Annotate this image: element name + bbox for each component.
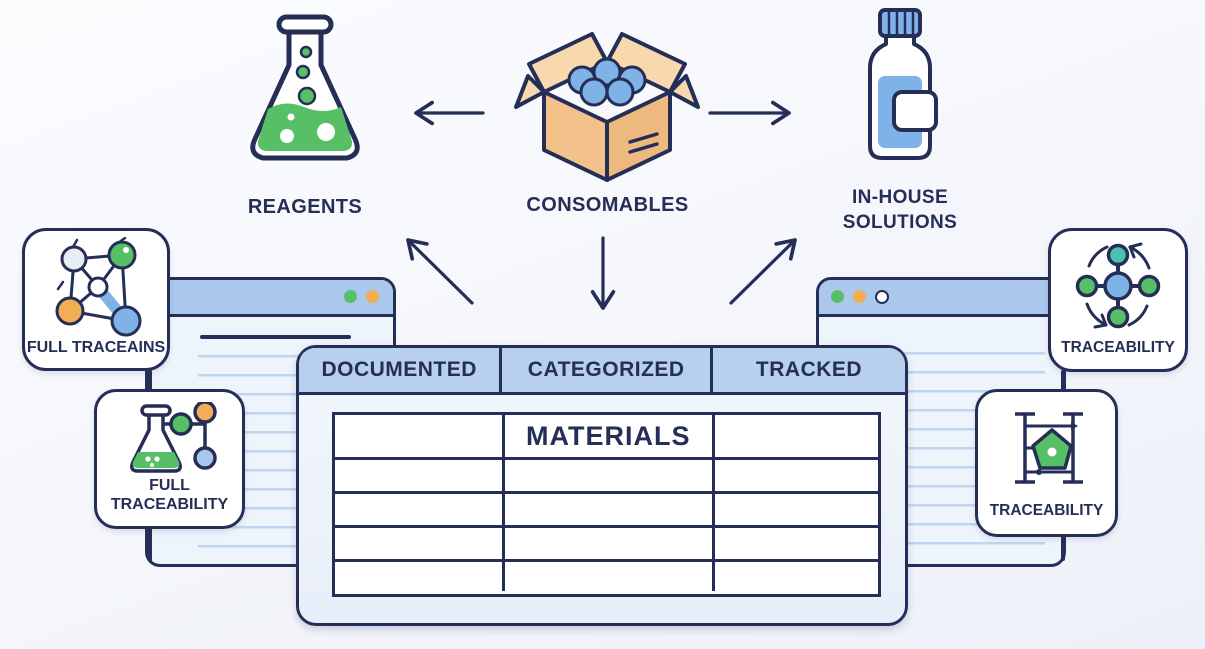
- inhouse-label-line2: SOLUTIONS: [842, 211, 958, 233]
- box-icon: [514, 32, 700, 182]
- flask-network-icon: [129, 402, 217, 473]
- header-tracked: TRACKED: [710, 348, 905, 392]
- window-titlebar: [819, 280, 1063, 317]
- inhouse-label-line1: IN-HOUSE: [851, 187, 949, 208]
- window-text-line: [200, 335, 351, 339]
- header-categorized: CATEGORIZED: [499, 348, 710, 392]
- window-dot-orange: [853, 290, 866, 303]
- table-row: [335, 525, 878, 559]
- hub-sync-icon: [1075, 242, 1161, 329]
- window-titlebar: [148, 280, 393, 317]
- table-row: MATERIALS: [335, 415, 878, 457]
- badge-full-traceability: FULL TRACEABILITY: [94, 389, 245, 529]
- table-row: [335, 559, 878, 591]
- arrow-up-left: [406, 238, 474, 305]
- materials-panel: DOCUMENTED CATEGORIZED TRACKED MATERIALS: [296, 345, 908, 626]
- badge-traceability-top: TRACEABILITY: [1048, 228, 1188, 372]
- badge-label-line1: FULL: [149, 476, 190, 494]
- molecule-network-icon: [55, 237, 142, 337]
- badge-label-line2: TRACEABILITY: [110, 495, 229, 513]
- window-dot-orange: [366, 290, 379, 303]
- connector-right-badges: [1061, 370, 1065, 392]
- connector-left-badges: [148, 370, 152, 392]
- panel-header: DOCUMENTED CATEGORIZED TRACKED: [299, 348, 905, 395]
- table-row: [335, 457, 878, 491]
- materials-table: MATERIALS: [332, 412, 881, 597]
- header-documented: DOCUMENTED: [321, 358, 477, 381]
- inhouse-label: IN-HOUSE SOLUTIONS: [830, 186, 970, 235]
- dimension-marker-icon: [1014, 412, 1083, 484]
- badge-label: FULL TRACEAINS: [26, 338, 166, 356]
- badge-label: TRACEABILITY: [1061, 339, 1175, 357]
- bottle-icon: [868, 8, 938, 160]
- badge-label: TRACEABILITY: [989, 502, 1104, 520]
- window-dot-green: [344, 290, 357, 303]
- arrow-up-right: [729, 238, 797, 305]
- connector-left-bottom: [148, 526, 152, 562]
- window-dot-green: [831, 290, 844, 303]
- materials-label: MATERIALS: [526, 420, 691, 451]
- connector-right-bottom: [1061, 534, 1065, 561]
- reagents-label: REAGENTS: [247, 196, 363, 218]
- badge-label: FULL TRACEABILITY: [97, 476, 242, 514]
- window-dot-outline: [875, 290, 889, 304]
- consumables-label: CONSOMABLES: [526, 194, 689, 216]
- badge-full-traceains: FULL TRACEAINS: [22, 228, 170, 371]
- table-row: [335, 491, 878, 525]
- flask-icon: [250, 14, 360, 161]
- badge-traceability-bottom: TRACEABILITY: [975, 389, 1118, 537]
